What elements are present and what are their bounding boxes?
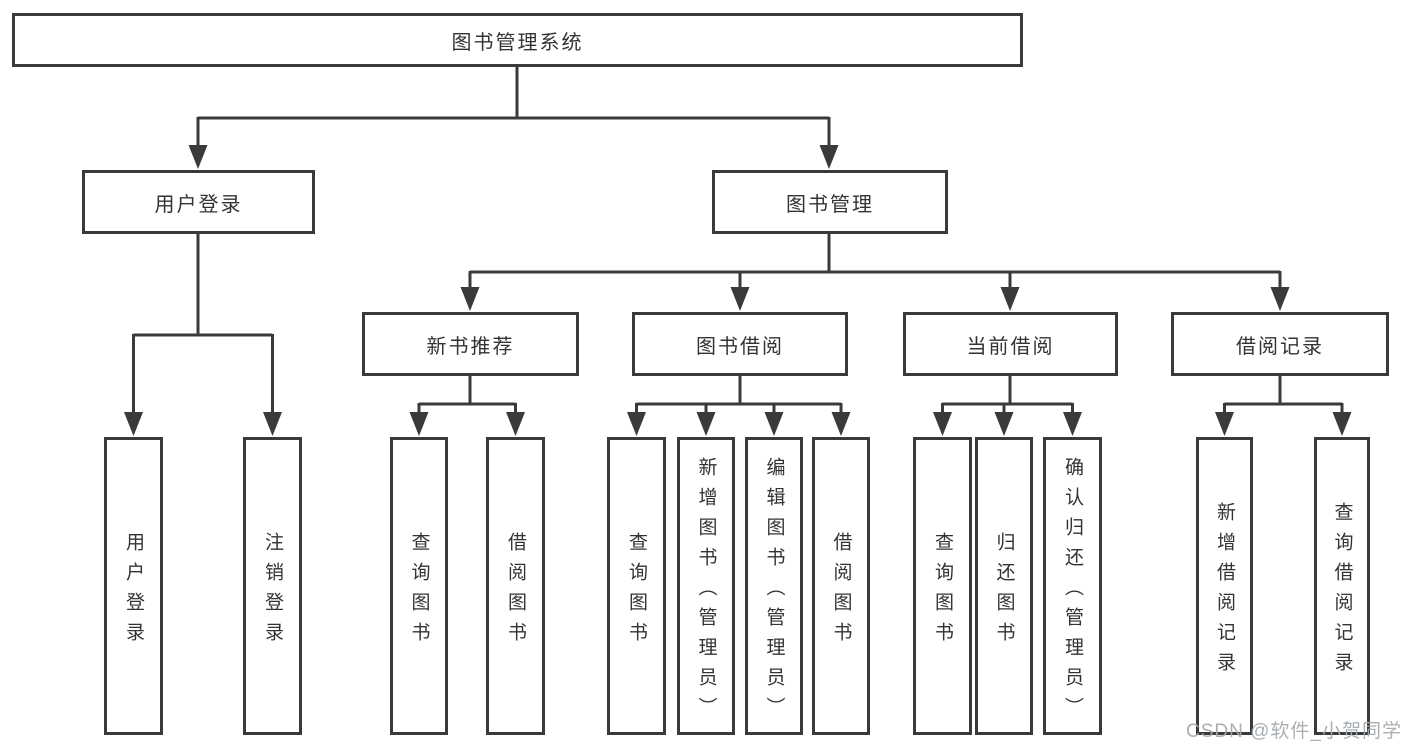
node-book-borrow: 图书借阅	[632, 312, 848, 376]
leaf-label: 查询图书	[626, 531, 647, 652]
leaf-recommend-query-book: 查询图书	[390, 437, 448, 735]
leaf-current-confirm-return-admin: 确认归还（管理员）	[1043, 437, 1102, 735]
leaf-borrow-add-book-admin: 新增图书（管理员）	[677, 437, 735, 735]
leaf-borrow-edit-book-admin: 编辑图书（管理员）	[745, 437, 803, 735]
node-new-book-recommend: 新书推荐	[362, 312, 579, 376]
node-label: 用户登录	[154, 193, 243, 216]
arrowhead-icons	[124, 145, 1352, 436]
leaf-label: 查询图书	[932, 531, 953, 652]
leaf-label: 新增借阅记录	[1214, 501, 1235, 682]
node-label: 当前借阅	[966, 335, 1055, 358]
node-label: 新书推荐	[426, 335, 515, 358]
leaf-borrow-borrow-book: 借阅图书	[812, 437, 870, 735]
leaf-current-return-book: 归还图书	[975, 437, 1033, 735]
leaf-label: 用户登录	[123, 531, 144, 652]
node-label: 借阅记录	[1236, 335, 1324, 358]
csdn-watermark: CSDN @软件_小贺同学	[1186, 721, 1402, 742]
node-current-borrow: 当前借阅	[903, 312, 1118, 376]
node-borrow-records: 借阅记录	[1171, 312, 1389, 376]
leaf-borrow-query-book: 查询图书	[607, 437, 666, 735]
leaf-recommend-borrow-book: 借阅图书	[486, 437, 545, 735]
leaf-label: 归还图书	[993, 531, 1015, 652]
leaf-label: 编辑图书（管理员）	[763, 456, 785, 727]
leaf-user-login: 用户登录	[104, 437, 163, 735]
leaf-label: 查询图书	[408, 531, 430, 652]
leaf-records-add-record: 新增借阅记录	[1196, 437, 1253, 735]
node-label: 图书管理系统	[451, 31, 584, 54]
leaf-logout-login: 注销登录	[243, 437, 302, 735]
leaf-label: 借阅图书	[505, 531, 526, 652]
node-book-management: 图书管理	[712, 170, 948, 234]
leaf-records-query-record: 查询借阅记录	[1314, 437, 1370, 735]
leaf-label: 查询借阅记录	[1331, 501, 1353, 682]
leaf-label: 确认归还（管理员）	[1062, 456, 1083, 727]
node-library-management-system: 图书管理系统	[12, 13, 1023, 67]
node-user-login: 用户登录	[82, 170, 315, 234]
leaf-label: 注销登录	[262, 531, 283, 652]
node-label: 图书借阅	[696, 335, 784, 358]
leaf-label: 借阅图书	[830, 531, 852, 652]
node-label: 图书管理	[786, 193, 874, 216]
leaf-current-query-book: 查询图书	[913, 437, 972, 735]
leaf-label: 新增图书（管理员）	[695, 456, 717, 727]
